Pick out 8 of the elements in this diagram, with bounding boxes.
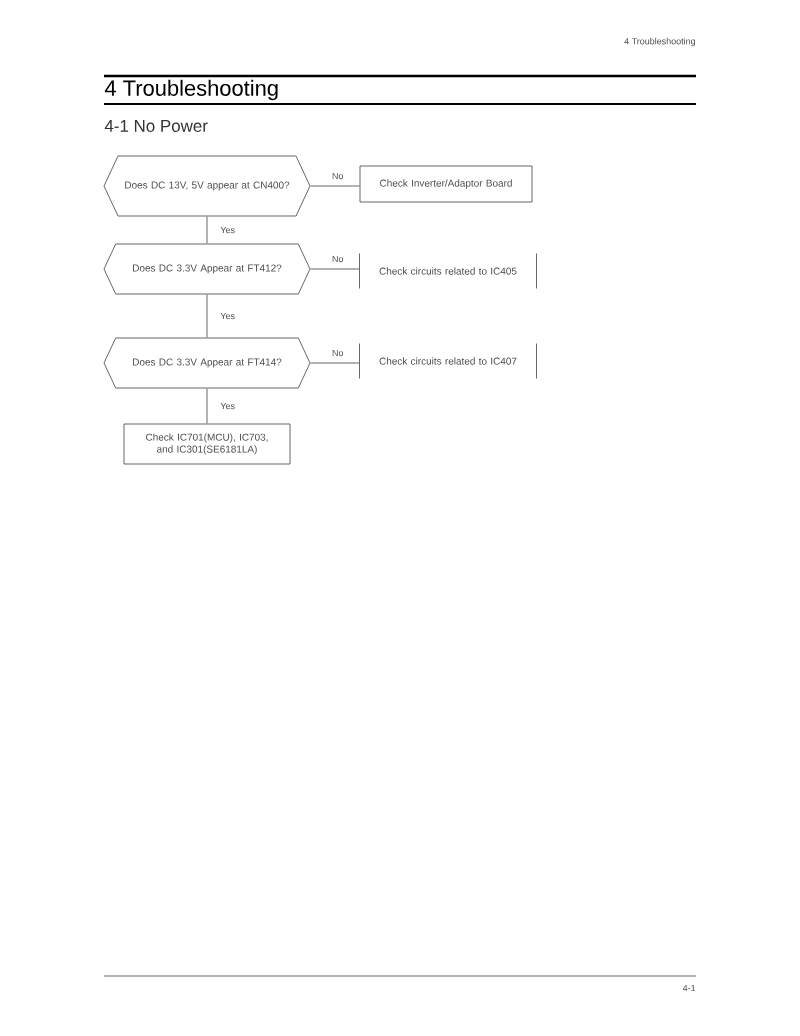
connector-line	[310, 268, 360, 270]
connector-line	[310, 185, 360, 187]
section-heading: 4 Troubleshooting	[104, 79, 278, 101]
connector-line	[206, 388, 208, 424]
connector-line	[206, 216, 208, 244]
subsection-heading: 4-1 No Power	[104, 120, 208, 132]
connector-line	[310, 362, 360, 364]
connector-line	[206, 294, 208, 338]
